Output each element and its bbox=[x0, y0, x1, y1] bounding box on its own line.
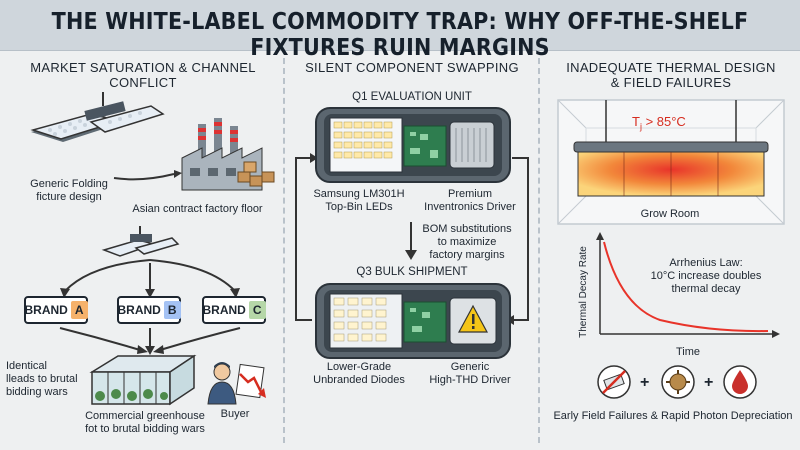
q3-driver-line-1: Generic bbox=[450, 361, 490, 373]
brand-c-letter: C bbox=[248, 301, 266, 319]
plus-sign-2: + bbox=[704, 374, 714, 391]
converging-arrows bbox=[59, 327, 241, 355]
q3-title: Q3 BULK SHIPMENT bbox=[356, 266, 468, 278]
grow-room-label: Grow Room bbox=[640, 208, 700, 220]
identical-caption: Identical lleads to brutal bidding wars bbox=[6, 360, 86, 399]
junction-temperature-label: Tj > 85°C bbox=[632, 114, 686, 132]
swap-loop-arrows bbox=[295, 153, 529, 325]
greenhouse-caption: Commercial greenhouse fot to brutal bidd… bbox=[80, 410, 210, 436]
plus-sign-1: + bbox=[640, 374, 650, 391]
buyer-illustration bbox=[207, 362, 266, 405]
heat-drop-icon bbox=[723, 365, 757, 399]
greenhouse-illustration bbox=[89, 354, 197, 406]
brand-c-word: BRAND bbox=[202, 303, 246, 317]
factory-caption: Asian contract factory floor bbox=[132, 203, 263, 215]
brand-b-word: BRAND bbox=[117, 303, 161, 317]
bom-caption: BOM substitutions to maximize factory ma… bbox=[412, 223, 522, 262]
broken-led-icon bbox=[597, 365, 631, 399]
greenhouse-line-2: fot to brutal bidding wars bbox=[85, 423, 205, 435]
fixture-caption-line-2: ficture design bbox=[36, 191, 102, 203]
identical-line-2: lleads to brutal bbox=[6, 373, 78, 385]
fixture-to-factory-arrow bbox=[113, 170, 182, 181]
identical-line-3: bidding wars bbox=[6, 386, 68, 398]
arrhenius-line-2: 10°C increase doubles bbox=[650, 270, 762, 282]
q3-bulk-shipment-unit-illustration bbox=[315, 283, 511, 359]
chart-y-axis-label: Thermal Decay Rate bbox=[578, 246, 589, 338]
q3-driver-caption: Generic High-THD Driver bbox=[410, 361, 530, 387]
brand-b-letter: B bbox=[163, 301, 181, 319]
chart-x-axis-label: Time bbox=[675, 346, 701, 358]
q3-driver-line-2: High-THD Driver bbox=[429, 374, 511, 386]
right-heading-line-1: INADEQUATE THERMAL DESIGN bbox=[566, 60, 776, 75]
brand-a-letter: A bbox=[70, 301, 88, 319]
q1-led-caption: Samsung LM301H Top-Bin LEDs bbox=[305, 188, 413, 214]
left-section-heading: MARKET SATURATION & CHANNEL CONFLICT bbox=[30, 60, 256, 90]
q1-title: Q1 EVALUATION UNIT bbox=[352, 91, 472, 103]
identical-line-1: Identical bbox=[6, 360, 47, 372]
bom-line-3: factory margins bbox=[429, 249, 505, 261]
q1-led-line-1: Samsung LM301H bbox=[313, 188, 405, 200]
factory-illustration bbox=[181, 118, 275, 191]
bom-down-arrow bbox=[405, 222, 417, 260]
q3-led-line-1: Lower-Grade bbox=[326, 361, 392, 373]
brand-branch-arrows bbox=[60, 259, 240, 298]
buyer-label: Buyer bbox=[220, 408, 250, 420]
middle-section-heading: SILENT COMPONENT SWAPPING bbox=[305, 60, 519, 75]
arrhenius-annotation: Arrhenius Law: 10°C increase doubles the… bbox=[636, 257, 776, 296]
tj-prefix: T bbox=[632, 114, 640, 129]
q1-evaluation-unit-illustration bbox=[315, 107, 511, 183]
small-fixture-illustration bbox=[101, 226, 180, 257]
section-divider-left bbox=[283, 58, 285, 443]
q3-led-caption: Lower-Grade Unbranded Diodes bbox=[305, 361, 413, 387]
q3-led-line-2: Unbranded Diodes bbox=[313, 374, 405, 386]
q1-driver-line-2: Inventronics Driver bbox=[424, 201, 516, 213]
arrhenius-line-3: thermal decay bbox=[671, 283, 741, 295]
fixture-caption-line-1: Generic Folding bbox=[30, 178, 108, 190]
title-banner: THE WHITE-LABEL COMMODITY TRAP: WHY OFF-… bbox=[0, 0, 800, 61]
tj-subscript: j bbox=[639, 121, 642, 132]
folding-fixture-illustration bbox=[30, 92, 165, 142]
right-heading-line-2: & FIELD FAILURES bbox=[610, 75, 732, 90]
q1-driver-line-1: Premium bbox=[447, 188, 492, 200]
brand-a-word: BRAND bbox=[24, 303, 68, 317]
arrhenius-line-1: Arrhenius Law: bbox=[669, 257, 743, 269]
thermal-decay-chart bbox=[596, 232, 780, 338]
field-failures-caption: Early Field Failures & Rapid Photon Depr… bbox=[553, 410, 793, 422]
fixture-caption: Generic Folding ficture design bbox=[14, 178, 124, 204]
bom-line-1: BOM substitutions bbox=[422, 223, 512, 235]
section-divider-right bbox=[538, 58, 540, 443]
greenhouse-line-1: Commercial greenhouse bbox=[85, 410, 205, 422]
component-chip-icon bbox=[661, 365, 695, 399]
right-section-heading: INADEQUATE THERMAL DESIGN & FIELD FAILUR… bbox=[545, 60, 797, 90]
q1-driver-caption: Premium Inventronics Driver bbox=[410, 188, 530, 214]
q1-led-line-2: Top-Bin LEDs bbox=[325, 201, 393, 213]
grow-room-illustration bbox=[557, 99, 785, 225]
bom-line-2: to maximize bbox=[437, 236, 497, 248]
tj-suffix: > 85°C bbox=[641, 114, 686, 129]
page-title: THE WHITE-LABEL COMMODITY TRAP: WHY OFF-… bbox=[51, 9, 749, 61]
